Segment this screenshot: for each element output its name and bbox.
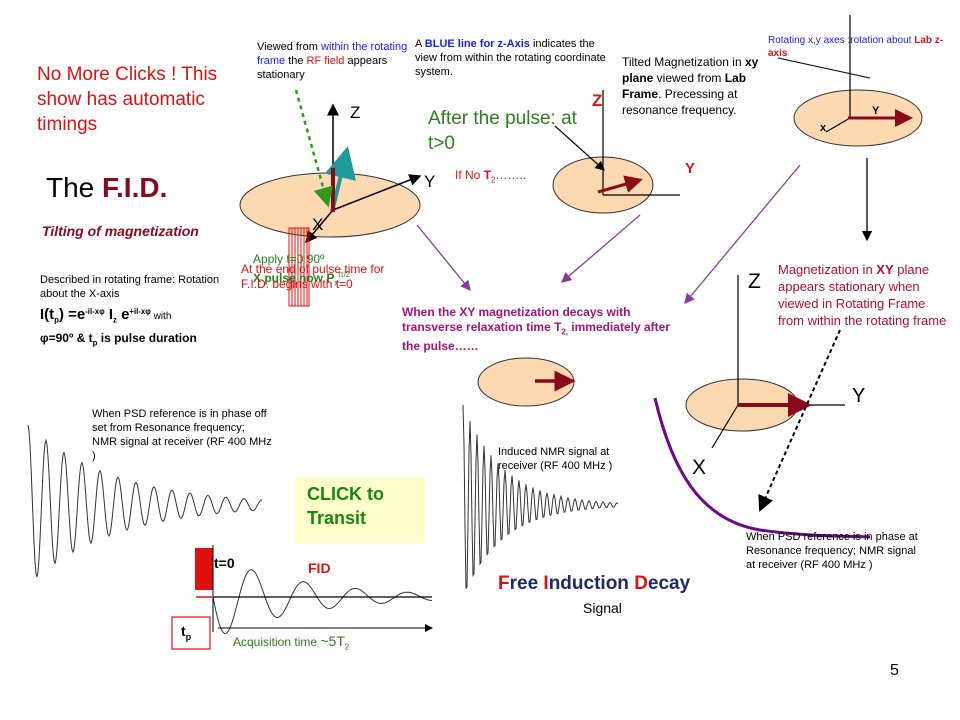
to-psd-on-dashed-arrow: [758, 329, 841, 512]
rotating-label-leader: [777, 57, 871, 79]
induced-nmr-signal-wave: [462, 404, 619, 589]
tilted-magnetization-note: Tilted Magnetization in xy plane viewed …: [622, 55, 759, 117]
axis-z-label-1: Z: [350, 103, 361, 122]
click-transit-box: [295, 477, 425, 543]
page-number: 5: [890, 662, 899, 679]
rotating-axes-note: Rotating x,y axes :rotation about Lab z-…: [768, 35, 944, 59]
psd-resonance-note: When PSD reference is in phase at Resona…: [746, 531, 918, 571]
psd-offset-signal-wave: [27, 424, 263, 578]
xy-plane-disk: [239, 172, 421, 238]
axis-y-label-2: Y: [685, 160, 696, 177]
decay-disk-diagram: [477, 357, 576, 407]
viewed-from-within-note: Viewed from within the rotating frame th…: [257, 41, 408, 81]
tp-label-box: [171, 616, 211, 650]
fid-caption: Free Induction Decay: [498, 573, 691, 594]
tp-label: tp: [181, 623, 192, 642]
axis-y-label-1: Y: [424, 172, 436, 191]
to-decay-from-rotating-arrow: [684, 164, 801, 304]
click-to-transit-label[interactable]: CLICK to Transit: [307, 484, 384, 528]
exponential-decay-curve: [653, 397, 871, 539]
title-prefix: The: [46, 172, 103, 203]
rf-pulse-bar: [195, 548, 213, 590]
psd-offset-note: When PSD reference is in phase off set f…: [92, 408, 272, 462]
end-of-pulse-note: At the end of pulse time for F.I.D. begi…: [241, 262, 385, 291]
lab-down-arrow: [561, 214, 641, 283]
to-decay-arrow: [416, 224, 471, 292]
fid-label: FID: [308, 560, 331, 576]
axis-y-label-4: Y: [852, 385, 866, 407]
blue-line-note: A BLUE line for z-Axis indicates the vie…: [415, 38, 606, 78]
xy-decay-note: When the XY magnetization decays with tr…: [402, 305, 670, 354]
axis-x-label-4: X: [692, 456, 707, 479]
after-pulse-heading: After the pulse: at t>0: [428, 108, 577, 154]
rotation-formula: I(tp) =e-il-xφ Iz e+il-xφ with φ=90º & t…: [40, 306, 197, 348]
rotating-frame-description: Described in rotating frame: Rotation ab…: [40, 274, 220, 300]
title-fid: F.I.D.: [102, 172, 168, 203]
stationary-x-axis: [711, 404, 739, 449]
y-axis-line: [332, 174, 422, 211]
no-clicks-note: No More Clicks ! This show has automatic…: [37, 64, 218, 135]
xy-plane-stationary-note: Magnetization in XY plane appears statio…: [778, 262, 947, 328]
if-no-t2-note: If No T2……..: [455, 168, 527, 185]
axis-z-label-2: Z: [592, 91, 603, 110]
slide-title: The F.I.D.: [46, 172, 167, 204]
lab-magnetization-vector: [597, 175, 643, 194]
view-from-within-dashed-arrow: [294, 89, 333, 208]
rotating-axes-diagram: [684, 15, 923, 304]
t0-label: t=0: [214, 555, 235, 571]
tilting-heading: Tilting of magnetization: [42, 223, 199, 239]
axis-x-label-3: x: [820, 122, 827, 134]
axis-y-label-3: Y: [872, 105, 880, 117]
axis-z-label-4: Z: [748, 270, 761, 293]
x-axis-line: [305, 209, 334, 244]
fid-signal-wave: [212, 569, 433, 635]
lab-frame-diagram: [552, 90, 680, 283]
rotating-x-axis: [825, 117, 851, 133]
acquisition-time-label: Acquisition time ~5T2: [233, 633, 350, 652]
induced-signal-note: Induced NMR signal at receiver (RF 400 M…: [498, 446, 613, 472]
rf-pulse-box: [288, 227, 310, 307]
stationary-frame-diagram: [653, 275, 871, 539]
to-lab-frame-arrow: [554, 125, 605, 171]
rotating-frame-diagram: [239, 89, 471, 307]
axis-x-label-1: X: [312, 215, 324, 234]
signal-label: Signal: [583, 600, 622, 616]
